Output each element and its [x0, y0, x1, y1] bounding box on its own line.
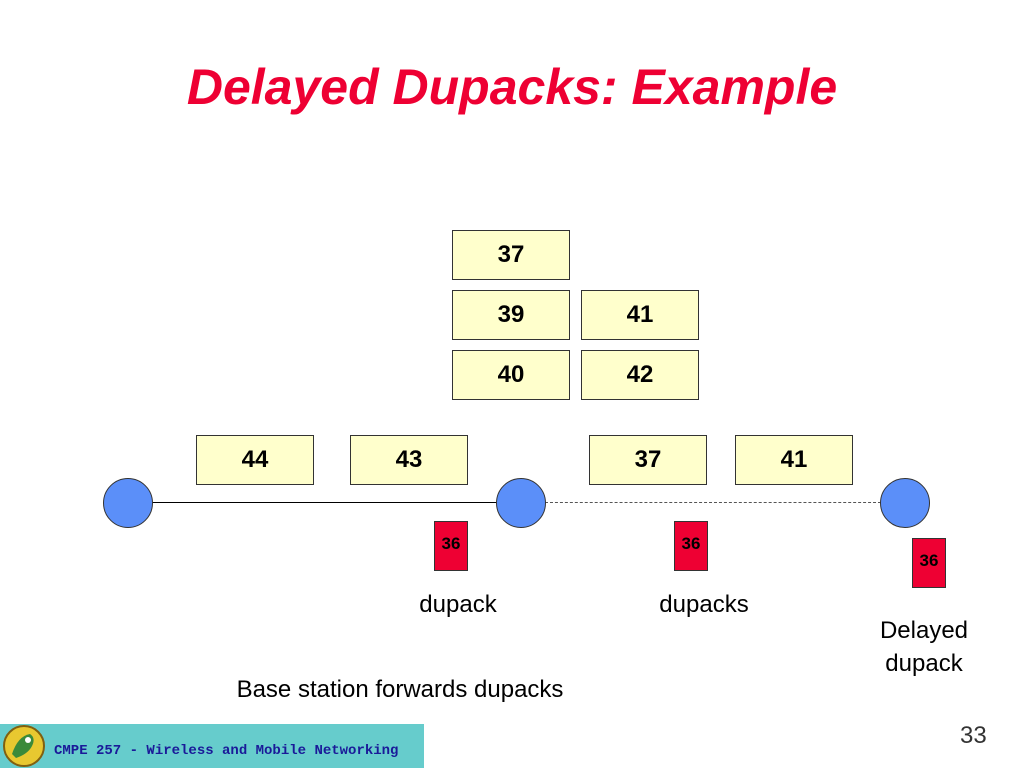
dupacks-label: dupacks [659, 591, 749, 618]
delayed-label-line2: dupack [885, 650, 963, 677]
base-station-node [496, 478, 546, 528]
delayed-label-line1: Delayed [879, 617, 969, 644]
page-number: 33 [960, 722, 987, 749]
slide-title: Delayed Dupacks: Example [186, 59, 838, 115]
sender-node [103, 478, 153, 528]
queued-packet: 41 [581, 290, 699, 340]
link-packet: 44 [196, 435, 314, 485]
queued-packet: 37 [452, 230, 570, 280]
course-footer: CMPE 257 - Wireless and Mobile Networkin… [54, 743, 399, 759]
university-logo [3, 725, 45, 767]
wireless-link [545, 502, 881, 503]
receiver-node [880, 478, 930, 528]
queued-packet: 39 [452, 290, 570, 340]
link-packet: 37 [589, 435, 707, 485]
wired-link [128, 502, 520, 503]
queued-packet: 42 [581, 350, 699, 400]
dupack-label: dupack [419, 591, 497, 618]
base-station-caption: Base station forwards dupacks [236, 676, 564, 703]
footer-bar [0, 724, 424, 768]
dupack-packet: 36 [434, 521, 468, 571]
dupack-packet: 36 [912, 538, 946, 588]
queued-packet: 40 [452, 350, 570, 400]
link-packet: 43 [350, 435, 468, 485]
dupack-packet: 36 [674, 521, 708, 571]
link-packet: 41 [735, 435, 853, 485]
